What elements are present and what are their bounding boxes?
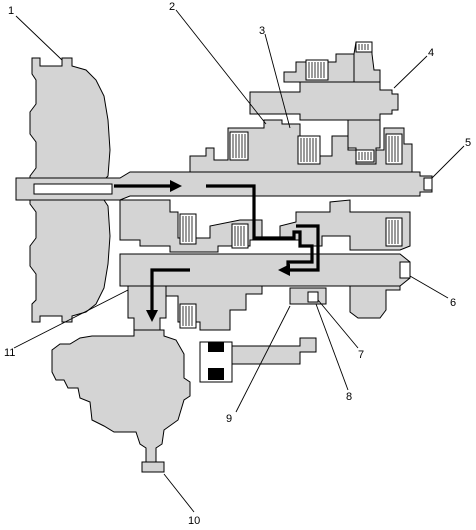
callout-7: 7 [358,349,364,361]
main-shaft-tip [423,177,433,191]
shift-lever-stop-top [208,342,224,352]
countershaft [249,81,399,121]
clutch-pack-mid-b [231,223,249,249]
callout-1: 1 [8,5,14,17]
clutch-pack-front [229,131,249,161]
differential-flange [141,461,165,473]
clutch-pack-lower [179,303,197,329]
mainshaft-housing [119,199,411,253]
gear-teeth-countershaft-lower [355,149,375,163]
shift-lever [231,337,317,365]
callout-4: 4 [428,47,434,59]
gear-teeth-countershaft-end [355,41,373,53]
differential-housing [51,329,191,463]
callout-8: 8 [346,391,352,403]
clutch-pack-upper [297,135,321,165]
clutch-pack-rear [385,133,403,165]
callout-9: 9 [226,413,232,425]
clutch-pack-countershaft [305,59,329,81]
shift-lever-stop-bottom [208,368,224,380]
callout-11: 11 [4,347,15,359]
leader-lines [13,9,465,513]
main-shaft-bore [33,183,113,195]
clutch-pack-right [385,217,403,247]
callout-5: 5 [465,137,471,149]
parking-pawl [307,291,319,303]
clutch-pack-mid-a [179,213,197,245]
callout-6: 6 [450,297,456,309]
callout-3: 3 [259,25,265,37]
callout-2: 2 [169,1,175,13]
power-flow-path [114,180,320,322]
secondary-shaft-tip [399,261,411,279]
secondary-end-cover [349,285,401,319]
callout-10: 10 [188,515,200,527]
